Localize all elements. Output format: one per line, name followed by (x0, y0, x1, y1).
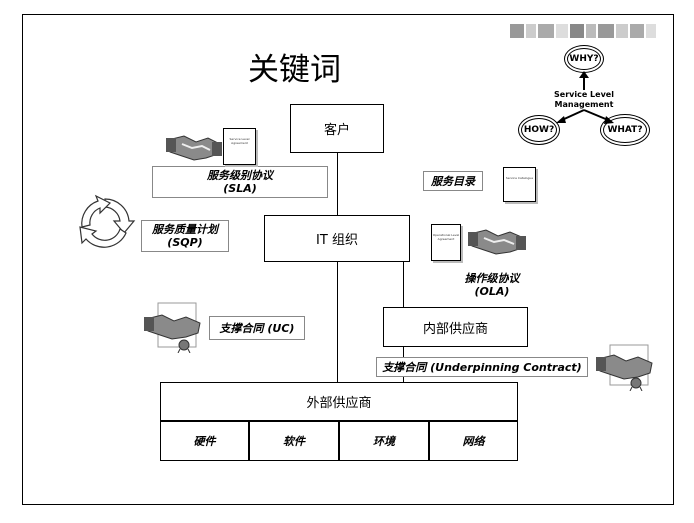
sqp-label-line1: 服务质量计划 (152, 223, 218, 236)
cell-network: 网络 (429, 421, 518, 461)
obscured-header-graphic (510, 23, 670, 38)
how-label: HOW? (523, 125, 555, 135)
customer-box: 客户 (290, 104, 384, 153)
service-catalog-label: 服务目录 (423, 171, 483, 191)
ola-label-line1: 操作级协议 (464, 272, 520, 285)
contract-handshake-icon-underpinning (596, 344, 653, 391)
service-catalogue-document-icon: Service Catalogue (503, 167, 536, 202)
external-supplier-box: 外部供应商 (160, 382, 518, 421)
sla-document-icon: Service Level Agreement (223, 128, 256, 165)
page-title: 关键词 (248, 52, 341, 88)
cell-hardware: 硬件 (160, 421, 249, 461)
cell-software: 软件 (249, 421, 339, 461)
slm-arrows (556, 71, 614, 124)
handshake-icon-ola (468, 229, 526, 255)
it-organization-box: IT 组织 (264, 215, 410, 262)
uc-label: 支撑合同 (UC) (209, 316, 305, 340)
contract-handshake-icon-uc (144, 302, 201, 353)
why-circle: WHY? (564, 45, 604, 73)
ola-label: 操作级协议 (OLA) (454, 272, 530, 298)
what-label: WHAT? (607, 125, 643, 135)
why-label: WHY? (569, 54, 599, 64)
sla-label-line1: 服务级别协议 (207, 169, 273, 182)
sqp-label: 服务质量计划 (SQP) (141, 220, 229, 252)
internal-supplier-box: 内部供应商 (383, 307, 528, 347)
sla-label: 服务级别协议 (SLA) (152, 166, 328, 198)
connector-it-internal (403, 262, 404, 307)
slide-frame (22, 14, 674, 505)
underpinning-contract-label: 支撑合同 (Underpinning Contract) (376, 357, 588, 377)
how-circle: HOW? (518, 115, 560, 145)
slm-center-line2: Management (554, 100, 614, 109)
ola-label-line2: (OLA) (474, 285, 510, 298)
slm-center-label: Service Level Management (548, 90, 620, 110)
sla-label-line2: (SLA) (223, 182, 257, 195)
ola-document-icon: Operational Level Agreement (431, 224, 461, 261)
connector-customer-it (337, 153, 338, 215)
sqp-label-line2: (SQP) (167, 236, 203, 249)
cycle-arrows-icon (79, 194, 136, 248)
slm-center-line1: Service Level (554, 90, 614, 99)
handshake-icon-sla (166, 135, 222, 161)
cell-environment: 环境 (339, 421, 429, 461)
connector-it-external (337, 262, 338, 382)
